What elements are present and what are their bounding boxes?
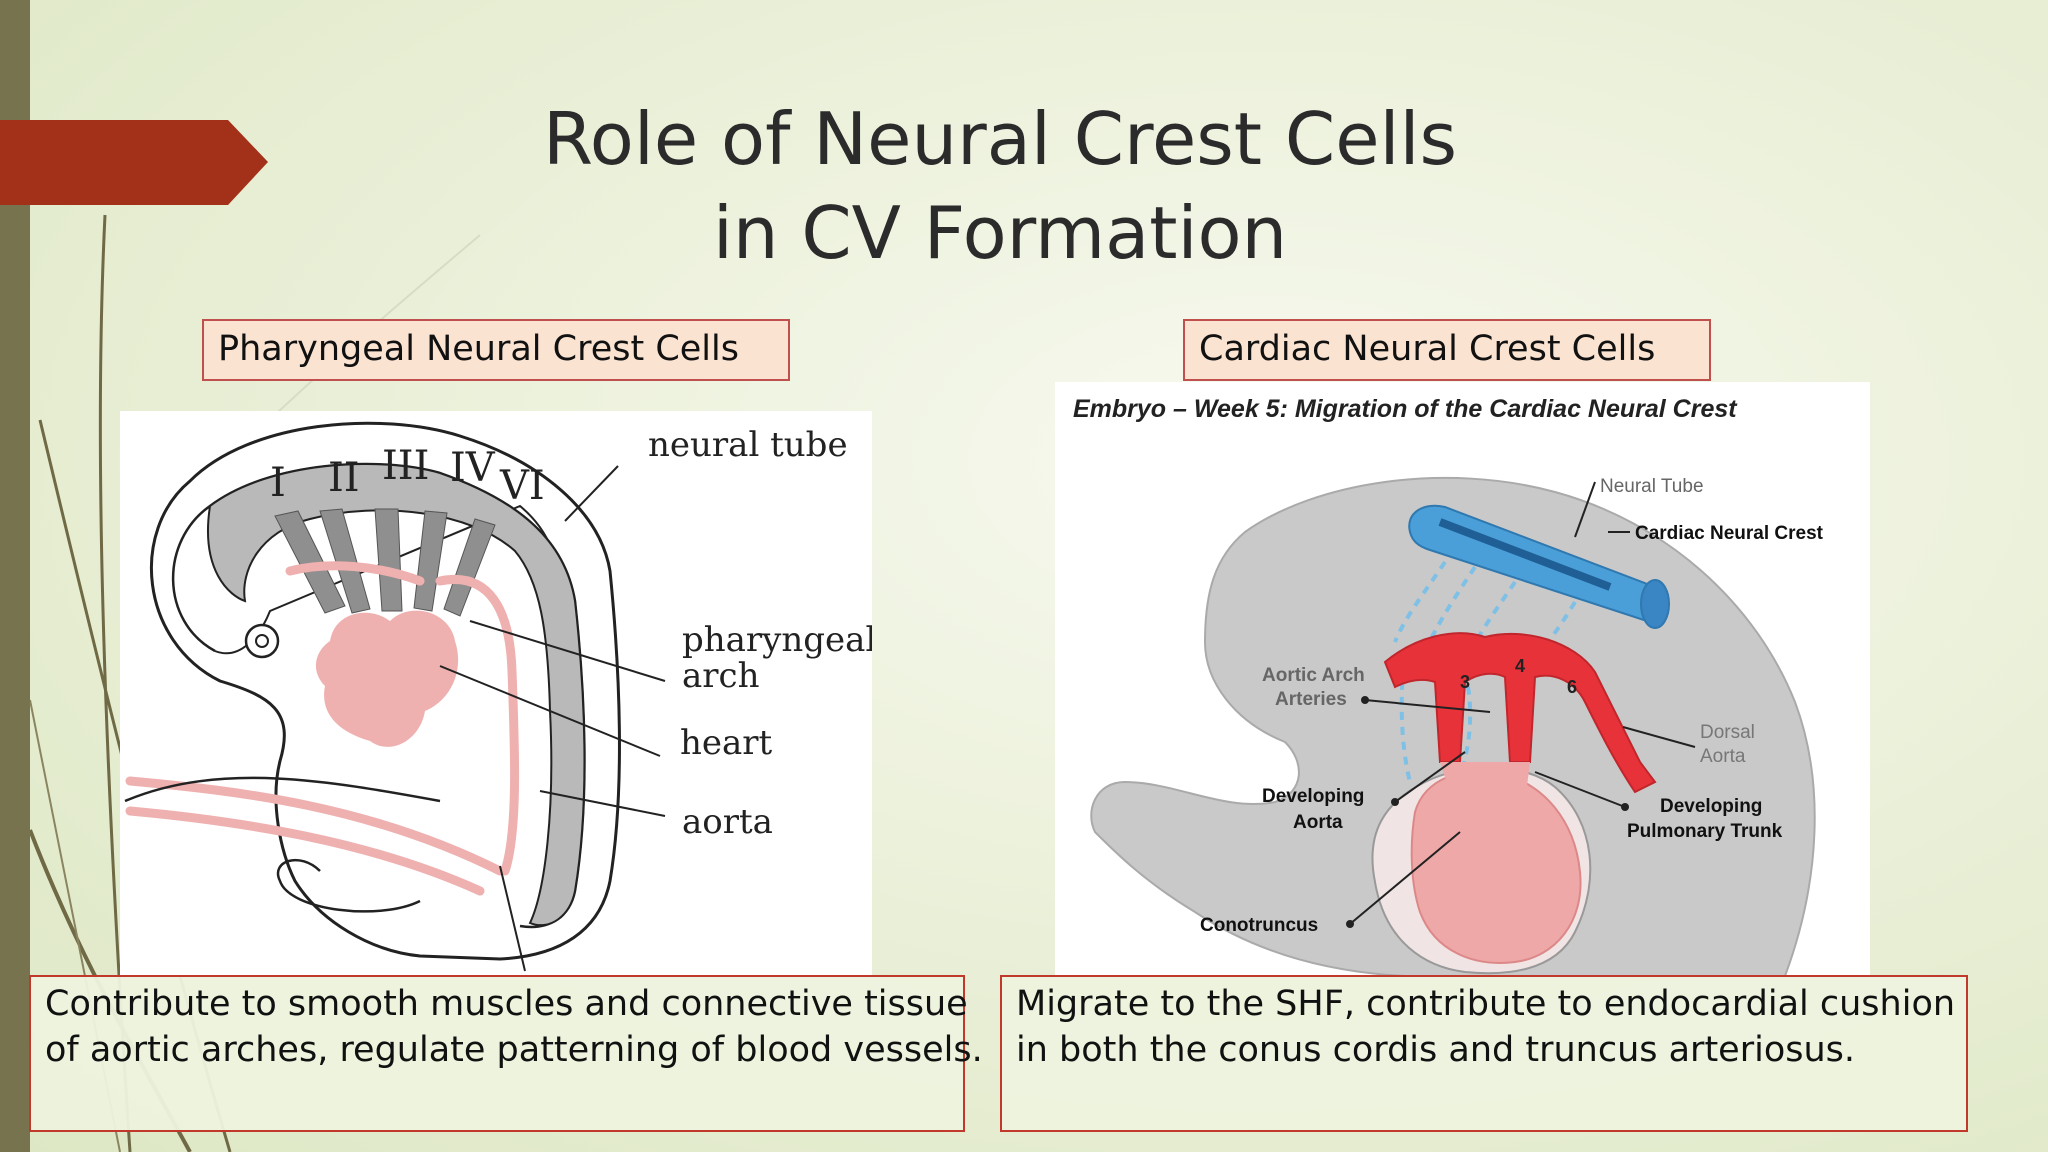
label-conotruncus: Conotruncus (1200, 915, 1318, 936)
arch-numerals: I II III IV VI (270, 443, 545, 509)
cardiac-crest-band (1438, 518, 1612, 591)
cardiac-leader-lines (1346, 481, 1696, 928)
outflow-tract (1440, 762, 1530, 822)
label-heart: heart (680, 723, 773, 763)
label-developing-pulmonary-1: Developing (1660, 796, 1762, 817)
cardiac-label-text: Cardiac Neural Crest Cells (1199, 329, 1656, 369)
aortic-arch-arteries (1383, 632, 1657, 794)
cardiac-description-line-2: in both the conus cordis and truncus art… (1016, 1030, 1856, 1070)
label-developing-aorta-1: Developing (1262, 786, 1364, 807)
label-developing-pulmonary-2: Pulmonary Trunk (1627, 821, 1783, 842)
slide-title: Role of Neural Crest Cells in CV Formati… (430, 92, 1570, 280)
cardiac-figure-labels: Neural Tube Cardiac Neural Crest Aortic … (1200, 476, 1824, 936)
cardiac-description: Migrate to the SHF, contribute to endoca… (1000, 975, 1968, 1132)
arch-number-3: 3 (1460, 672, 1470, 692)
label-arteries: Arteries (1275, 689, 1347, 710)
arch-numeral-3: III (382, 443, 429, 489)
title-line-2: in CV Formation (712, 191, 1288, 275)
heart-shape (315, 610, 459, 747)
pharyngeal-label: Pharyngeal Neural Crest Cells (202, 319, 790, 381)
label-neural-tube-cardiac: Neural Tube (1600, 476, 1704, 497)
label-cardiac-neural-crest: Cardiac Neural Crest (1635, 523, 1824, 544)
pharyngeal-description-line-2: of aortic arches, regulate patterning of… (45, 1030, 983, 1070)
figure-title: Embryo – Week 5: Migration of the Cardia… (1073, 395, 1738, 423)
label-dorsal: Dorsal (1700, 722, 1755, 743)
pharyngeal-gut (124, 776, 441, 803)
title-arrow-tag (0, 120, 268, 205)
label-dorsal-aorta: Aorta (1700, 746, 1746, 767)
leader-lines (439, 465, 666, 972)
figure-labels: neural tube pharyngeal arch heart aorta (648, 425, 872, 842)
label-developing-aorta-2: Aorta (1293, 812, 1343, 833)
arch-numeral-6: VI (499, 463, 545, 509)
arch-number-6: 6 (1567, 677, 1577, 697)
eye (244, 623, 280, 659)
cardiac-description-line-1: Migrate to the SHF, contribute to endoca… (1016, 984, 1956, 1024)
cardiac-label: Cardiac Neural Crest Cells (1183, 319, 1711, 381)
limb-bud (276, 858, 421, 913)
pharyngeal-description: Contribute to smooth muscles and connect… (29, 975, 983, 1132)
label-aorta: aorta (682, 802, 773, 842)
pharyngeal-embryo-figure: I II III IV VI (120, 411, 872, 976)
arch-numeral-2: II (328, 455, 360, 501)
label-neural-tube: neural tube (648, 425, 848, 465)
arch-number-labels: 3 4 6 (1460, 656, 1577, 697)
pharyngeal-description-line-1: Contribute to smooth muscles and connect… (45, 984, 968, 1024)
arch-numeral-1: I (270, 460, 286, 506)
title-line-1: Role of Neural Crest Cells (542, 97, 1458, 181)
label-arch: arch (682, 656, 759, 696)
cardiac-embryo-figure: Embryo – Week 5: Migration of the Cardia… (1055, 382, 1870, 976)
arch-number-4: 4 (1515, 656, 1525, 676)
neural-tube-end (1640, 579, 1670, 629)
label-aortic-arch: Aortic Arch (1262, 665, 1365, 686)
label-pharyngeal: pharyngeal (682, 620, 872, 660)
pharyngeal-label-text: Pharyngeal Neural Crest Cells (218, 329, 739, 369)
arch-numeral-4: IV (450, 445, 496, 491)
